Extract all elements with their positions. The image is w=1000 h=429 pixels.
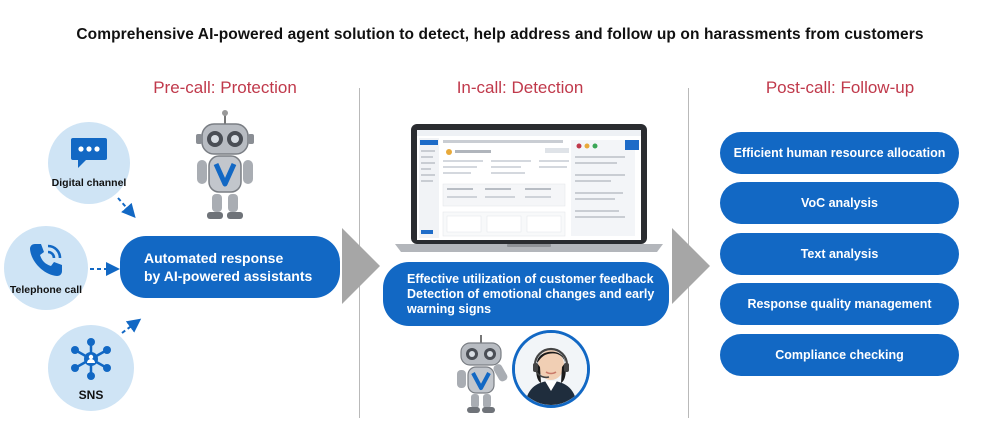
telephone-channel-label: Telephone call — [9, 284, 83, 296]
automated-response-line2: by AI-powered assistants — [144, 268, 313, 284]
automated-response-pill: Automated response by AI-powered assista… — [120, 236, 340, 298]
phone-icon — [26, 240, 66, 280]
chat-bubble-icon — [70, 136, 108, 170]
followup-item-hr-allocation: Efficient human resource allocation — [720, 132, 959, 174]
detection-line3: warning signs — [407, 301, 492, 316]
telephone-channel-node: Telephone call — [4, 226, 88, 310]
detection-pill: Effective utilization of customer feedba… — [383, 262, 669, 326]
page-title: Comprehensive AI-powered agent solution … — [76, 26, 924, 43]
followup-item-voc-analysis: VoC analysis — [720, 182, 959, 224]
flow-arrow-1 — [342, 228, 382, 304]
sns-channel-label: SNS — [78, 388, 104, 402]
sns-channel-node: SNS — [48, 325, 134, 411]
digital-channel-node: Digital channel — [48, 122, 130, 204]
detection-line2: Detection of emotional changes and early — [407, 286, 655, 301]
laptop-dashboard-illustration — [395, 122, 663, 254]
incall-heading: In-call: Detection — [456, 78, 584, 97]
automated-response-line1: Automated response — [144, 250, 284, 266]
network-icon — [68, 337, 114, 381]
detection-line1: Effective utilization of customer feedba… — [407, 271, 654, 286]
postcall-heading: Post-call: Follow-up — [765, 78, 915, 97]
ai-robot-small-illustration — [453, 334, 509, 414]
channel-connector-arrows — [90, 197, 142, 334]
digital-channel-label: Digital channel — [51, 177, 127, 189]
followup-item-compliance: Compliance checking — [720, 334, 959, 376]
followup-item-text-analysis: Text analysis — [720, 233, 959, 275]
flow-arrow-2 — [672, 228, 712, 304]
ai-robot-illustration — [192, 110, 258, 222]
precall-heading: Pre-call: Protection — [153, 78, 297, 97]
followup-item-quality-management: Response quality management — [720, 283, 959, 325]
operator-avatar — [512, 330, 590, 408]
